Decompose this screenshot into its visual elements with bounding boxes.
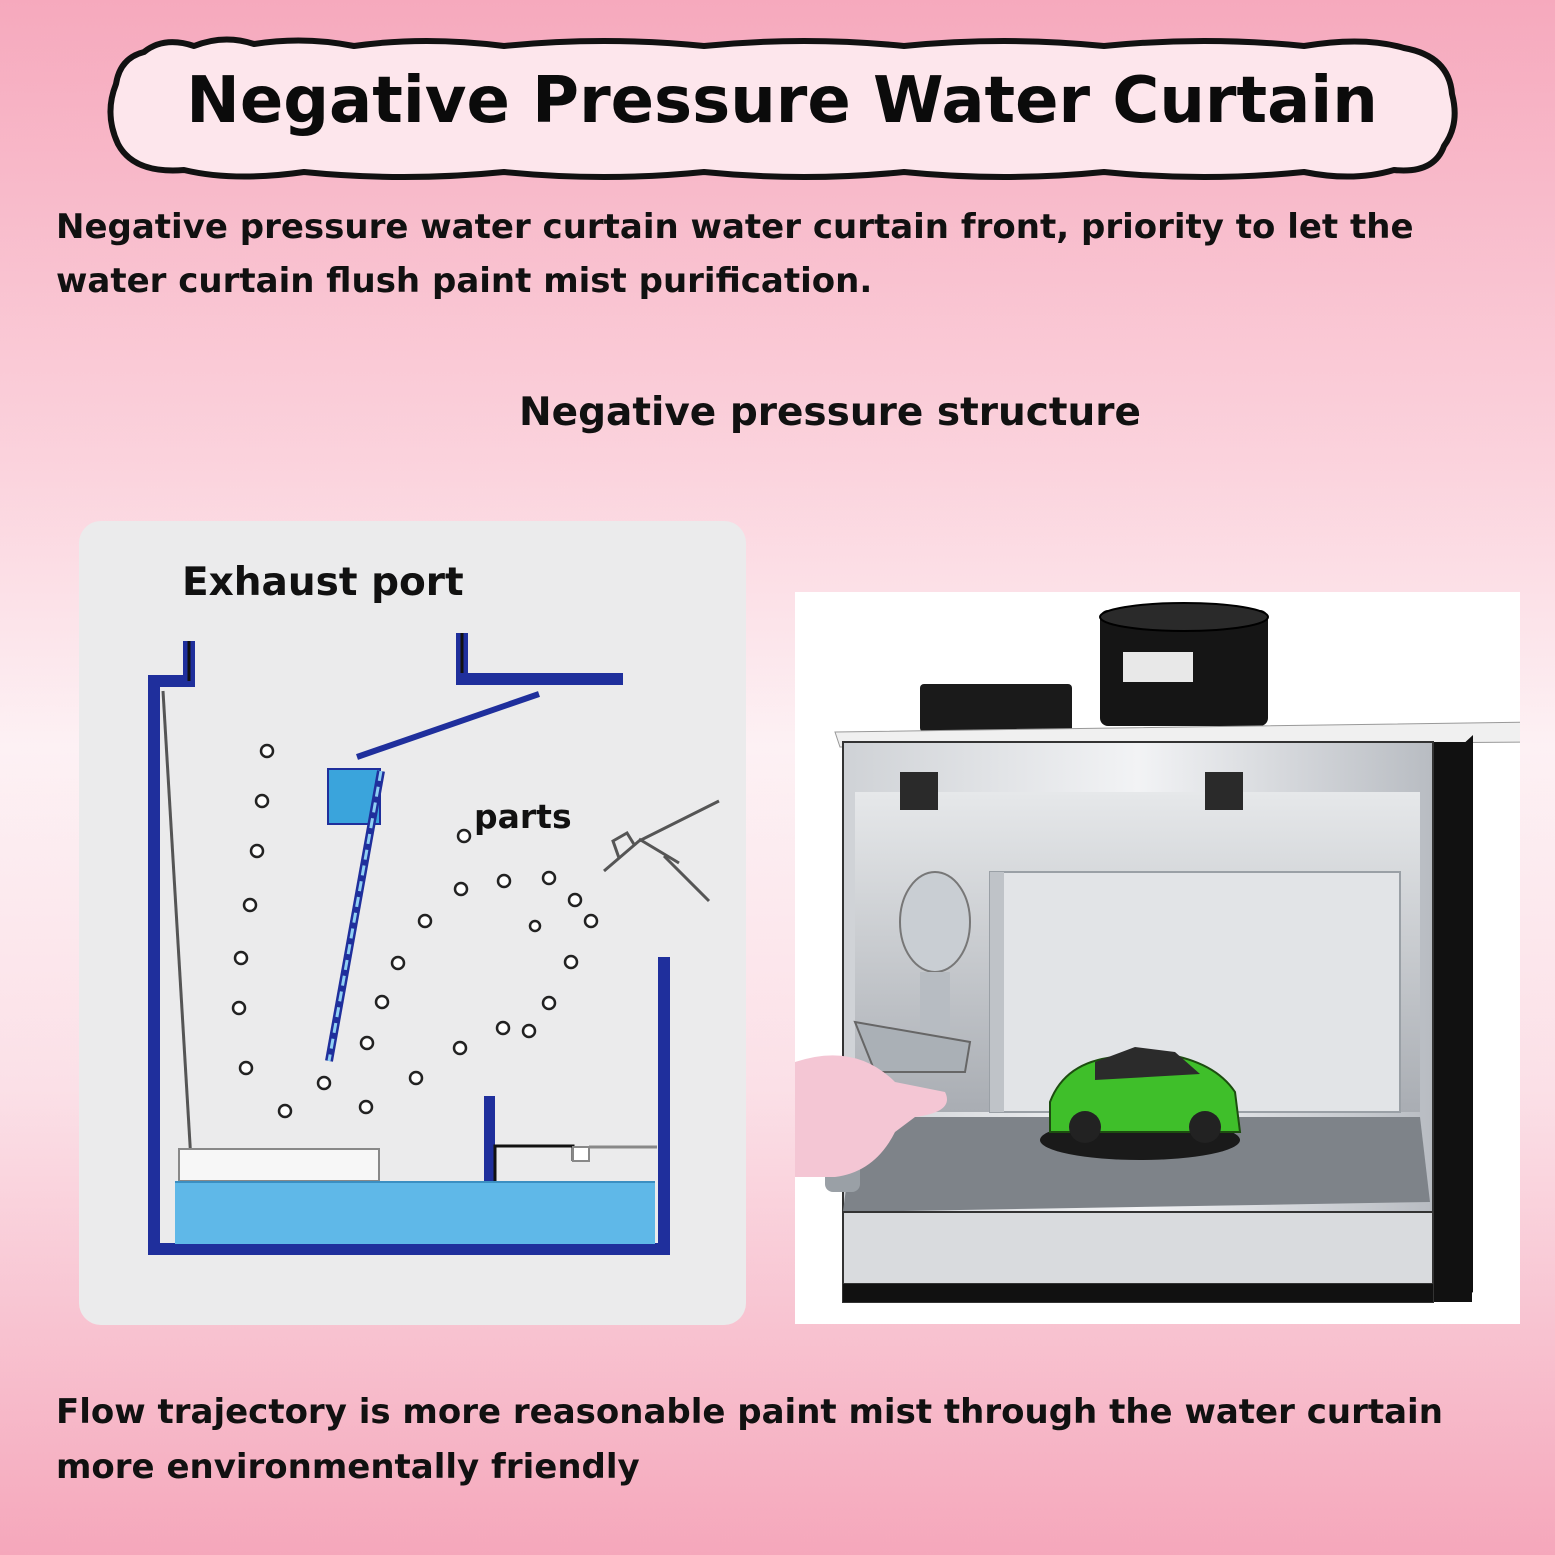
intro-text: Negative pressure water curtain water cu… (56, 207, 1414, 301)
booth-side-panel (1430, 742, 1472, 1302)
spray-gun-icon (603, 799, 720, 903)
parts-label: parts (474, 797, 572, 836)
hinge-left (900, 772, 938, 810)
water-curtain-tank (325, 768, 385, 1062)
water-tray (175, 1148, 655, 1244)
page-title: Negative Pressure Water Curtain (186, 64, 1378, 138)
model-car (1049, 1047, 1242, 1143)
spray-booth-illustration (795, 602, 1520, 1303)
title-badge-outline (107, 36, 1458, 180)
exhaust-port-label: Exhaust port (182, 560, 464, 605)
hinge-right (1205, 772, 1243, 810)
exhaust-fan (1099, 602, 1269, 726)
booth-walls (148, 633, 670, 1255)
water-curtain-diagram (148, 633, 720, 1255)
product-photo (795, 592, 1520, 1324)
booth-top (834, 721, 1520, 748)
paint-mist-particles (231, 743, 599, 1119)
title-badge: Negative Pressure Water Curtain (104, 34, 1460, 184)
gloved-hand (795, 1055, 947, 1177)
power-box (920, 684, 1072, 732)
section-subheading: Negative pressure structure (519, 390, 1141, 435)
footer-text: Flow trajectory is more reasonable paint… (56, 1392, 1443, 1487)
